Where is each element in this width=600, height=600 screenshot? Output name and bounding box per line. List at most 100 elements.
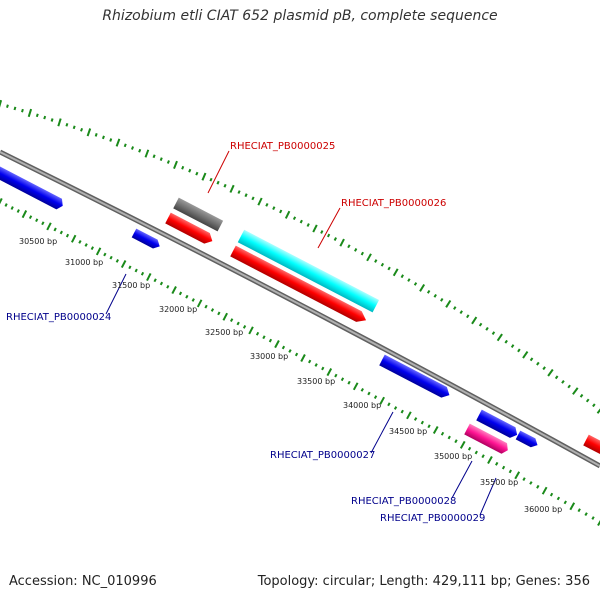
tick-mark (152, 154, 156, 159)
tick-mark (265, 202, 269, 207)
gene-feature-cyan[interactable] (237, 229, 380, 313)
tick-mark (65, 122, 69, 127)
tick-mark (481, 454, 485, 459)
tick-mark (191, 298, 195, 302)
gene-feature-red[interactable] (230, 245, 369, 326)
tick-mark (447, 435, 451, 440)
tick-mark (420, 420, 424, 425)
gene-feature-blue[interactable] (0, 162, 66, 212)
tick-mark (222, 312, 228, 321)
tick-mark (514, 471, 521, 480)
tick-mark (244, 193, 248, 198)
tick-mark (279, 209, 283, 214)
tick-mark (339, 238, 345, 247)
tick-mark (374, 259, 378, 263)
tick-mark (591, 516, 595, 520)
tick-mark (35, 113, 39, 118)
tick-mark (445, 299, 452, 308)
tick-mark (181, 165, 185, 170)
tick-mark (308, 359, 312, 364)
tick-mark (392, 268, 399, 277)
tick-mark (340, 377, 345, 382)
gene-feature-red[interactable] (165, 212, 215, 247)
tick-mark (504, 339, 508, 344)
leader-line (105, 273, 127, 315)
tick-mark (426, 289, 431, 294)
accession-text: Accession: NC_010996 (9, 574, 157, 589)
tick-mark (65, 233, 70, 238)
tick-label: 33500 bp (297, 377, 335, 386)
tick-mark (50, 118, 54, 122)
tick-mark (380, 262, 385, 267)
tick-mark (120, 260, 127, 269)
tick-mark (366, 253, 372, 262)
tick-mark (529, 481, 533, 485)
tick-mark (217, 311, 221, 316)
tick-mark (419, 283, 426, 292)
tick-label: 34000 bp (343, 401, 381, 410)
tick-label: 33000 bp (250, 352, 288, 361)
tick-mark (440, 431, 445, 436)
tick-mark (501, 465, 506, 470)
tick-mark (138, 148, 142, 153)
gene-label[interactable]: RHECIAT_PB0000029 (380, 513, 485, 524)
tick-mark (373, 395, 378, 399)
tick-mark (229, 184, 235, 193)
tick-mark (94, 132, 98, 137)
tick-mark (248, 326, 254, 335)
tick-mark (466, 314, 470, 319)
tick-mark (454, 439, 458, 444)
tick-mark (440, 297, 444, 302)
tick-mark (496, 333, 503, 342)
tick-mark (196, 299, 203, 308)
tick-mark (522, 351, 529, 359)
tick-mark (367, 391, 371, 396)
tick-mark (299, 219, 303, 224)
tick-mark (561, 380, 565, 384)
tick-mark (59, 230, 63, 235)
tick-mark (312, 224, 318, 233)
tick-mark (71, 234, 77, 243)
gene-feature-blue[interactable] (476, 409, 520, 440)
gene-label[interactable]: RHECIAT_PB0000028 (351, 496, 456, 507)
tick-mark (223, 183, 227, 188)
tick-mark (354, 248, 358, 252)
tick-mark (474, 450, 478, 455)
tick-mark (547, 368, 554, 377)
tick-mark (274, 340, 280, 349)
tick-mark (101, 135, 105, 140)
gene-feature-blue[interactable] (515, 430, 540, 450)
tick-mark (542, 366, 546, 371)
gene-label[interactable]: RHECIAT_PB0000024 (6, 312, 111, 323)
tick-mark (103, 252, 107, 257)
tick-mark (294, 352, 299, 357)
tick-mark (333, 237, 337, 241)
tick-mark (123, 143, 127, 148)
gene-feature-blue[interactable] (131, 228, 162, 251)
gene-feature-blue[interactable] (379, 354, 452, 401)
plasmid-backbone (0, 149, 600, 469)
tick-label: 32500 bp (205, 328, 243, 337)
tick-mark (153, 278, 157, 283)
tick-mark (41, 221, 45, 226)
tick-mark (46, 222, 52, 231)
gene-label[interactable]: RHECIAT_PB0000025 (230, 141, 335, 152)
tick-mark (288, 349, 292, 353)
tick-mark (569, 502, 576, 511)
tick-mark (195, 171, 199, 176)
gene-label[interactable]: RHECIAT_PB0000027 (270, 450, 375, 461)
tick-mark (427, 424, 431, 429)
tick-mark (529, 357, 534, 362)
tick-mark (95, 247, 102, 256)
gene-feature-gray[interactable] (173, 197, 224, 232)
tick-mark (597, 519, 600, 526)
tick-mark (178, 291, 183, 296)
tick-mark (236, 321, 240, 326)
tick-mark (347, 380, 351, 385)
tick-mark (406, 411, 412, 420)
tick-mark (115, 138, 121, 147)
map-title: Rhizobium etli CIAT 652 plasmid pB, comp… (102, 8, 498, 24)
gene-feature-magenta[interactable] (464, 423, 510, 456)
gene-label[interactable]: RHECIAT_PB0000026 (341, 198, 446, 209)
tick-mark (10, 206, 14, 210)
